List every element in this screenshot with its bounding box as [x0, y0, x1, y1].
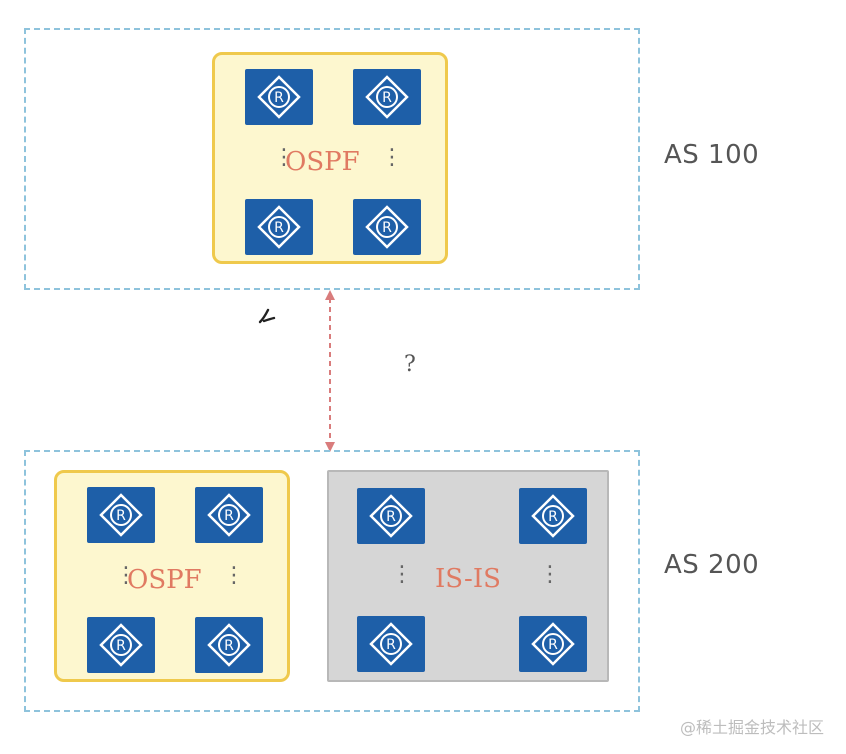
- router-glyph: R: [531, 622, 575, 666]
- isis-domain-as200: R R R R ⋮ IS-IS ⋮: [327, 470, 609, 682]
- ellipsis-icon: ⋮: [223, 563, 245, 588]
- ellipsis-icon: ⋮: [115, 563, 137, 588]
- ospf-label-as100: OSPF: [285, 147, 360, 177]
- router-glyph: R: [365, 205, 409, 249]
- router-letter: R: [116, 638, 126, 654]
- router-letter: R: [224, 508, 234, 524]
- router-letter: R: [386, 637, 396, 653]
- ellipsis-icon: ⋮: [381, 145, 403, 170]
- router-icon: R: [353, 199, 421, 255]
- ospf-domain-as100: R R R R ⋮ OSPF ⋮: [212, 52, 448, 264]
- router-glyph: R: [365, 75, 409, 119]
- router-glyph: R: [531, 494, 575, 538]
- router-letter: R: [548, 509, 558, 525]
- router-icon: R: [353, 69, 421, 125]
- router-letter: R: [274, 220, 284, 236]
- router-icon: R: [195, 487, 263, 543]
- inter-as-link: [325, 290, 335, 452]
- router-glyph: R: [257, 75, 301, 119]
- router-icon: R: [245, 199, 313, 255]
- ellipsis-icon: ⋮: [273, 145, 295, 170]
- router-icon: R: [87, 617, 155, 673]
- router-glyph: R: [369, 494, 413, 538]
- router-letter: R: [382, 220, 392, 236]
- router-glyph: R: [99, 623, 143, 667]
- cursor-mark-icon: [258, 308, 276, 324]
- router-icon: R: [357, 616, 425, 672]
- router-glyph: R: [257, 205, 301, 249]
- router-glyph: R: [207, 493, 251, 537]
- unknown-protocol-label: ?: [404, 352, 416, 377]
- router-letter: R: [116, 508, 126, 524]
- router-icon: R: [357, 488, 425, 544]
- ellipsis-icon: ⋮: [539, 562, 561, 587]
- router-glyph: R: [99, 493, 143, 537]
- ellipsis-icon: ⋮: [391, 562, 413, 587]
- as-100-boundary: [24, 28, 640, 290]
- as-100-label: AS 100: [664, 140, 760, 170]
- router-glyph: R: [207, 623, 251, 667]
- ospf-domain-as200: R R R R ⋮ OSPF ⋮: [54, 470, 290, 682]
- watermark: @稀土掘金技术社区: [679, 718, 824, 737]
- router-letter: R: [224, 638, 234, 654]
- router-icon: R: [519, 488, 587, 544]
- router-icon: R: [87, 487, 155, 543]
- router-icon: R: [245, 69, 313, 125]
- ospf-label-as200: OSPF: [127, 565, 202, 595]
- router-letter: R: [382, 90, 392, 106]
- as-200-boundary: [24, 450, 640, 712]
- router-letter: R: [548, 637, 558, 653]
- router-letter: R: [274, 90, 284, 106]
- as-200-label: AS 200: [664, 550, 760, 580]
- isis-label-as200: IS-IS: [435, 564, 501, 594]
- router-icon: R: [195, 617, 263, 673]
- router-letter: R: [386, 509, 396, 525]
- router-icon: R: [519, 616, 587, 672]
- router-glyph: R: [369, 622, 413, 666]
